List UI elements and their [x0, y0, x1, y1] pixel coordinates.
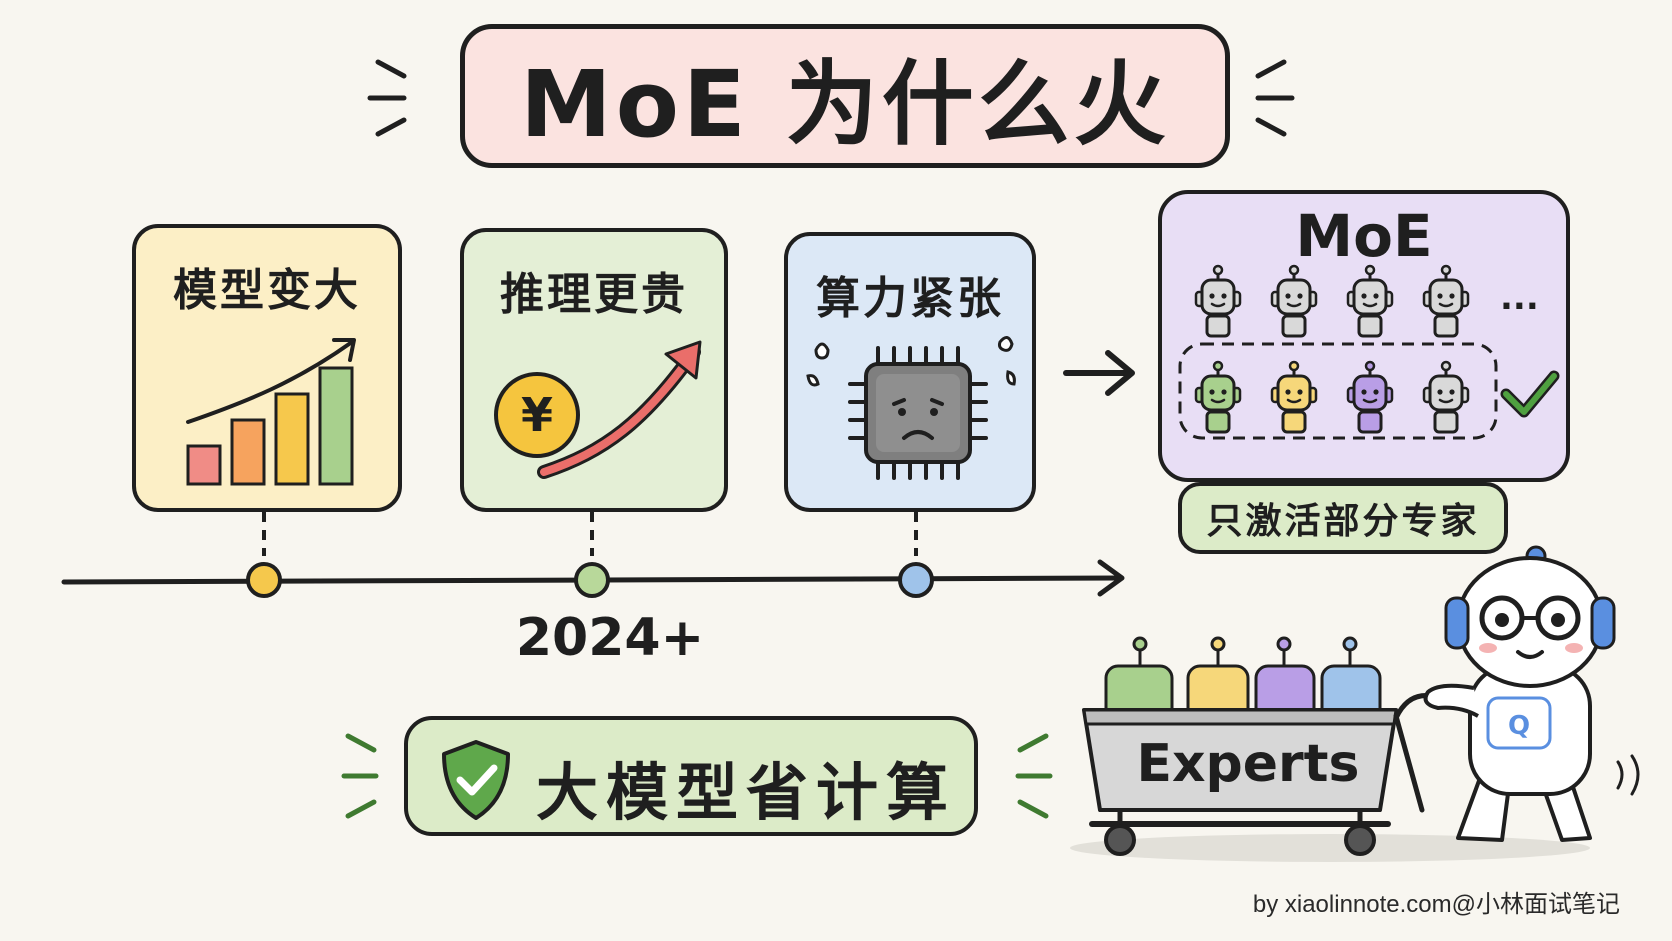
title-burst-left	[367, 59, 407, 137]
summary-banner: 大模型省计算	[404, 716, 978, 836]
coin-icon: ¥	[494, 372, 580, 458]
page-title: MoE 为什么火	[520, 50, 1170, 158]
sad-chip-icon	[806, 336, 1016, 480]
card-label: 算力紧张	[816, 273, 1004, 324]
bar-growth-icon	[186, 338, 356, 486]
card-compute-shortage: 算力紧张	[784, 232, 1036, 512]
cart-label: Experts	[1136, 734, 1360, 794]
arrow-right-icon	[1063, 350, 1135, 396]
moe-title: MoE	[1295, 202, 1433, 270]
title-banner: MoE 为什么火	[460, 24, 1230, 168]
sub-label-text: 只激活部分专家	[1206, 501, 1480, 542]
expert-robots	[1178, 264, 1560, 440]
timeline-year: 2024+	[515, 608, 705, 668]
moe-sub-label: 只激活部分专家	[1178, 482, 1508, 554]
more-experts-ellipsis: ...	[1500, 278, 1539, 318]
timeline-dot	[898, 562, 934, 598]
summary-text: 大模型省计算	[536, 756, 957, 829]
card-inference-cost: 推理更贵 ¥	[460, 228, 728, 512]
yuan-symbol: ¥	[520, 388, 553, 442]
moe-box: MoE ...	[1158, 190, 1570, 482]
shield-check-icon	[442, 740, 510, 820]
card-label: 模型变大	[173, 265, 361, 316]
rising-cost-arrow	[537, 340, 702, 479]
credit-text: by xiaolinnote.com@小林面试笔记	[1252, 891, 1620, 918]
title-burst-right	[1255, 59, 1295, 137]
timeline-dot	[574, 562, 610, 598]
experts-cart-illustration: Q	[1070, 545, 1640, 862]
timeline-dot	[246, 562, 282, 598]
card-label: 推理更贵	[500, 269, 688, 320]
card-model-grows: 模型变大	[132, 224, 402, 512]
summary-burst-left	[341, 733, 379, 819]
timeline	[61, 512, 1125, 598]
summary-burst-right	[1015, 733, 1053, 819]
svg-text:Q: Q	[1508, 711, 1530, 741]
